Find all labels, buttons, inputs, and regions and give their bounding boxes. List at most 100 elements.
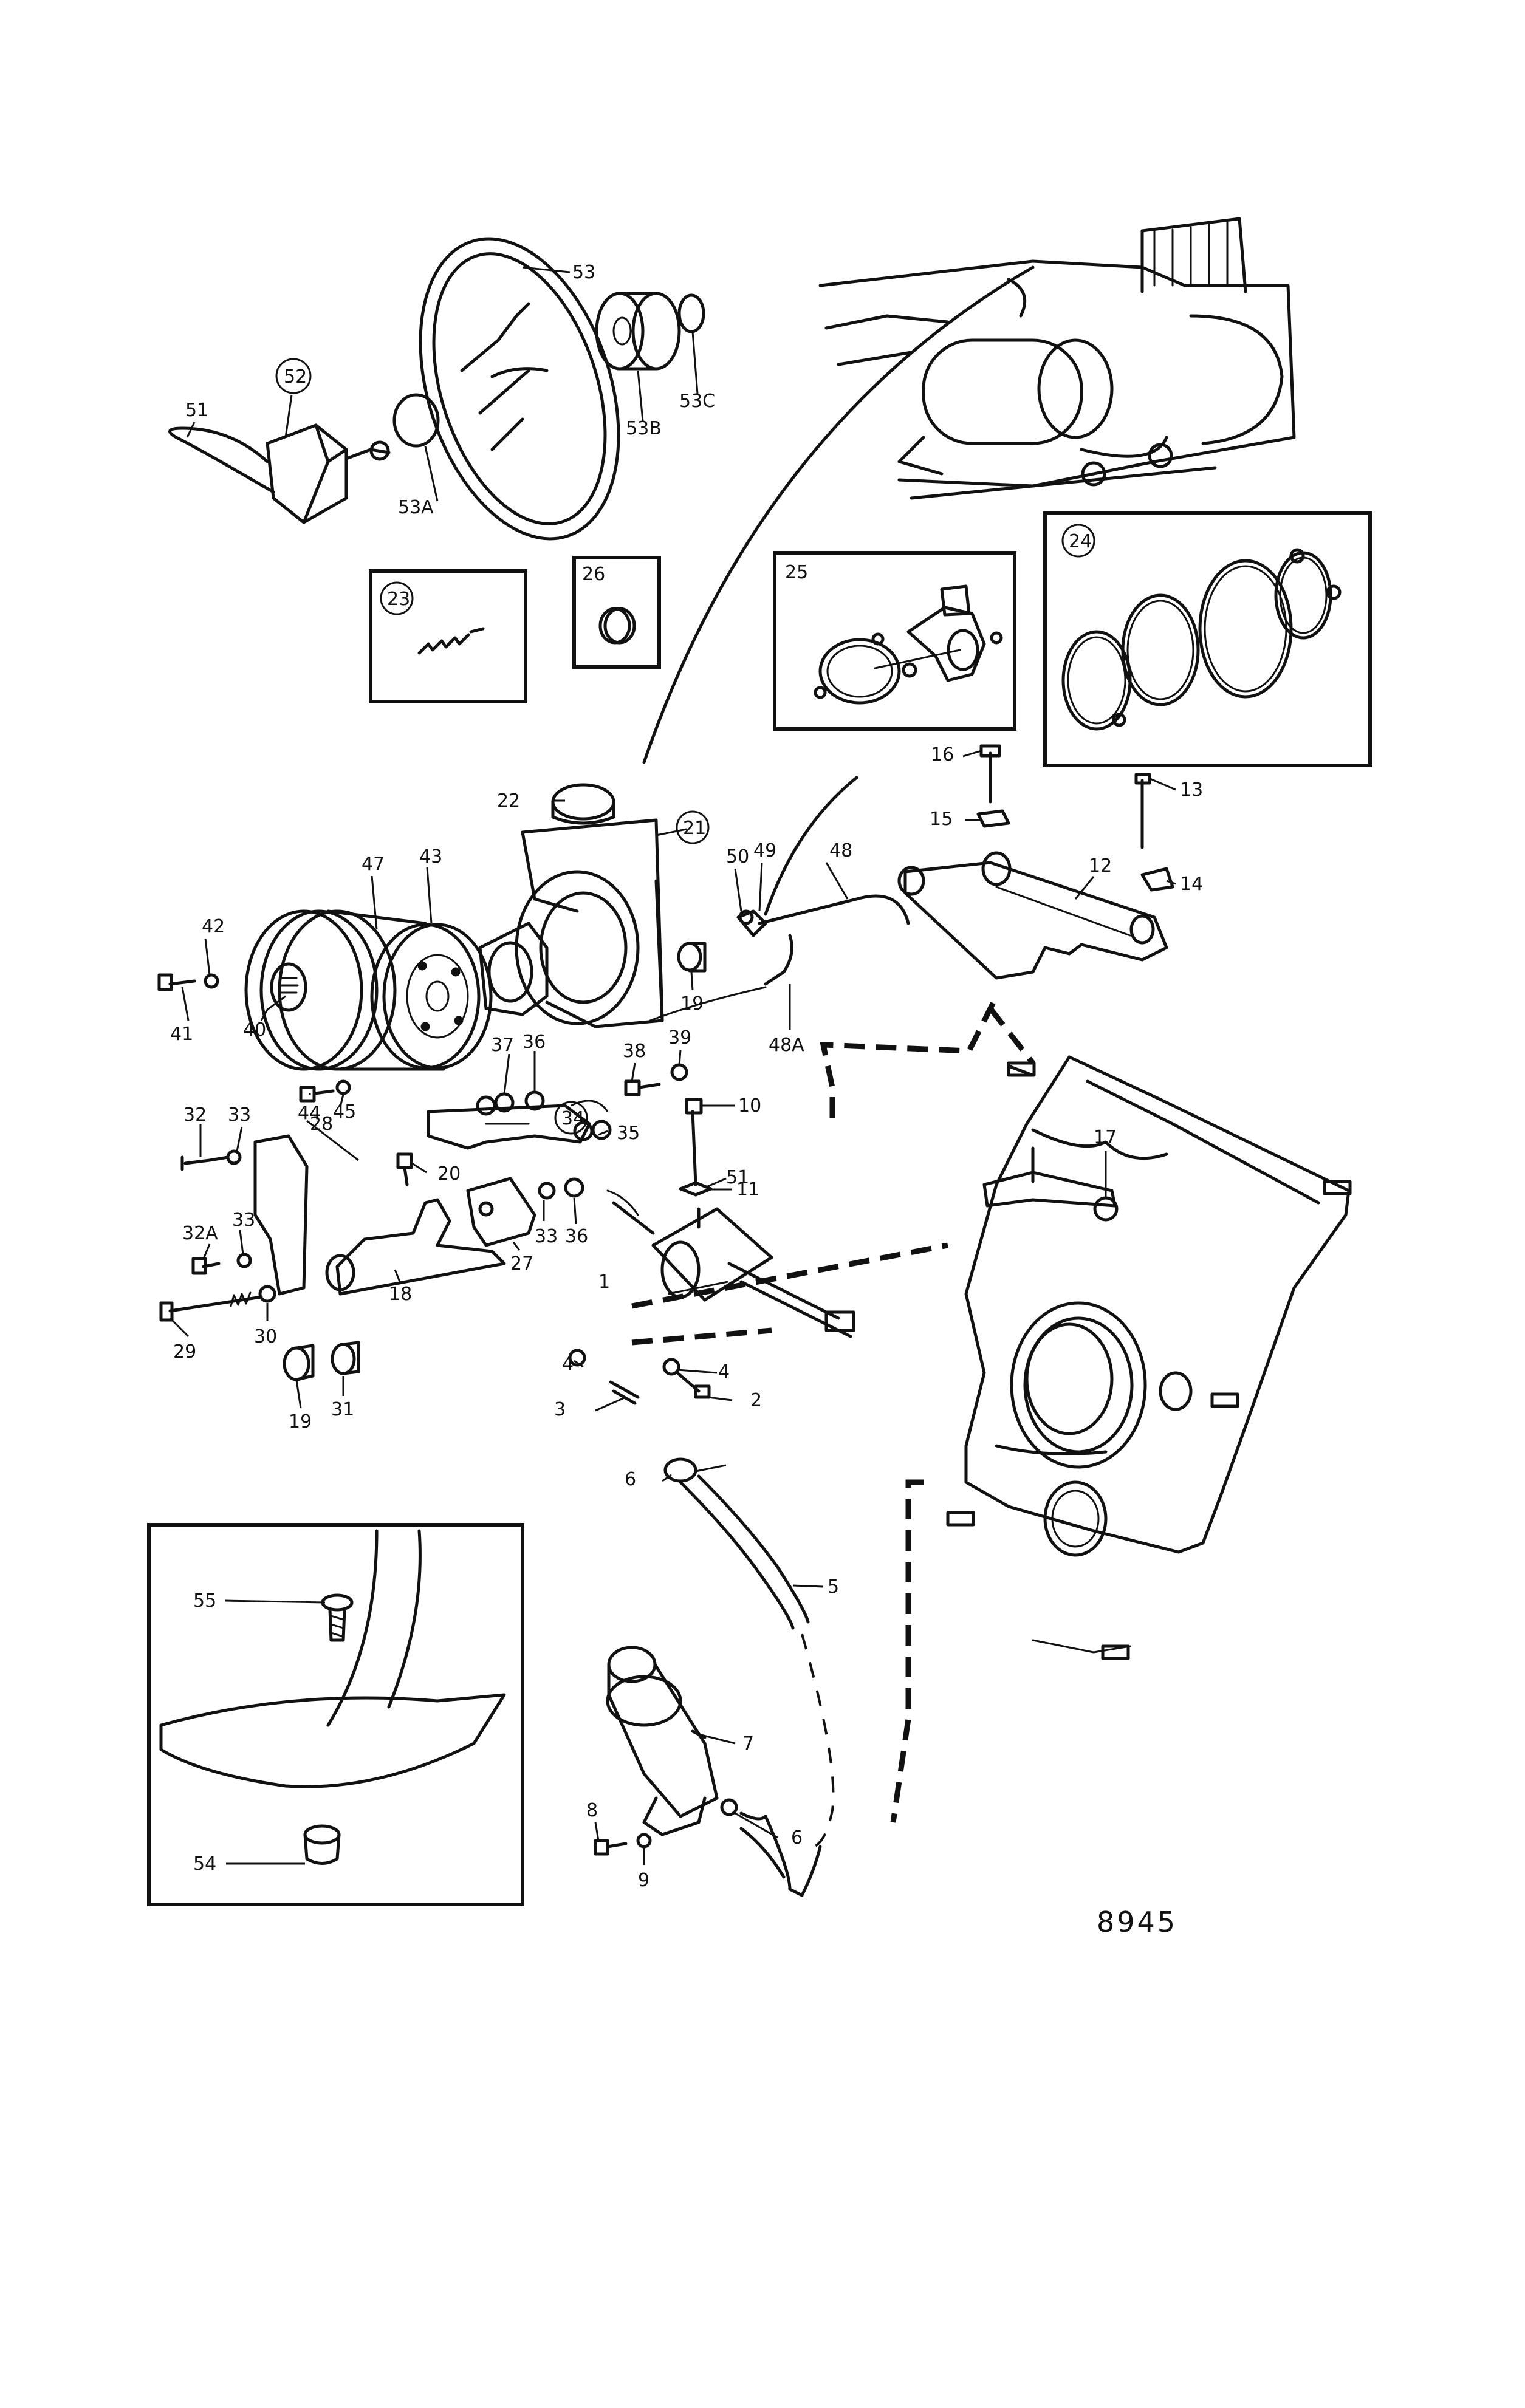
- callout-8: 8: [586, 1800, 598, 1821]
- callout-21: 21: [683, 818, 706, 839]
- callout-54: 54: [193, 1853, 216, 1875]
- callout-6: 6: [791, 1827, 803, 1849]
- pump-bracket-fittings: [677, 909, 767, 973]
- clamp-25: [814, 584, 1003, 705]
- callout-53b: 53B: [626, 418, 662, 439]
- bracket-28: [253, 1134, 309, 1296]
- clip-15: [976, 809, 1010, 828]
- pump-hub: [478, 922, 549, 1016]
- cylinder-7: [594, 1646, 822, 1897]
- callout-26: 26: [582, 564, 605, 585]
- hose-5: [679, 1480, 795, 1630]
- transom-shield: [946, 1055, 1352, 1660]
- clip-14: [1140, 867, 1174, 892]
- callout-17: 17: [1094, 1127, 1117, 1148]
- inset-drawing: [159, 1529, 506, 1865]
- spring-23: [417, 627, 485, 655]
- callout-35: 35: [617, 1123, 640, 1144]
- callout-36: 36: [565, 1226, 588, 1247]
- callout-9: 9: [638, 1870, 649, 1891]
- callout-53c: 53C: [679, 391, 715, 412]
- leader-lines: [169, 266, 1176, 1865]
- connection-dashed-bottom: [890, 1479, 924, 1823]
- callout-32: 32: [183, 1104, 207, 1126]
- callout-22: 22: [497, 790, 520, 812]
- callout-19: 19: [289, 1411, 312, 1432]
- callout-6: 6: [625, 1469, 636, 1490]
- inset-box-54-55: [147, 1523, 524, 1906]
- callout-33: 33: [232, 1209, 255, 1231]
- callout-24: 24: [1069, 531, 1092, 552]
- connection-dashed-12-13: [988, 1007, 1035, 1065]
- pin-13: [1134, 773, 1151, 849]
- seal-rings-24: [1061, 548, 1342, 731]
- callout-1: 1: [598, 1271, 610, 1293]
- kit-box-24: [1043, 511, 1372, 767]
- callout-38: 38: [623, 1041, 646, 1062]
- bracket-34: [427, 1104, 591, 1150]
- callout-43: 43: [419, 846, 442, 867]
- callout-labels: 1 2 3 4 4 5 6 6 7 8 9 10 11 12 13 14 15 …: [170, 262, 1203, 1891]
- connection-dashed-cylinder: [631, 1327, 772, 1346]
- nut-plate-53a: [392, 393, 440, 448]
- servo-cylinder-1: [606, 1189, 855, 1338]
- connection-dashed-bracket: [631, 1242, 948, 1309]
- kit-box-25: [773, 551, 1016, 731]
- callout-28: 28: [310, 1113, 333, 1135]
- callout-53: 53: [572, 262, 595, 283]
- steering-arm-12: [897, 851, 1168, 980]
- callout-47: 47: [362, 853, 385, 875]
- wheel-hub-53b: [595, 292, 681, 371]
- callout-7: 7: [742, 1733, 754, 1754]
- fittings-2-3-4: [568, 1349, 711, 1405]
- callout-51: 51: [185, 400, 208, 421]
- callout-14: 14: [1180, 874, 1203, 895]
- seal-26: [598, 607, 636, 645]
- fasteners-bracket-group: [157, 973, 688, 1322]
- callout-31: 31: [331, 1399, 354, 1420]
- drive-belt-47: [326, 909, 445, 1071]
- callout-53a: 53A: [398, 497, 434, 518]
- callout-4: 4: [718, 1361, 730, 1383]
- callout-45: 45: [333, 1101, 356, 1123]
- callout-44: 44: [298, 1103, 321, 1124]
- callout-12: 12: [1089, 855, 1112, 877]
- callout-16: 16: [931, 744, 954, 765]
- callout-4: 4: [562, 1353, 574, 1375]
- callout-30: 30: [254, 1326, 277, 1347]
- bracket-18: [335, 1198, 506, 1296]
- callout-48a: 48A: [769, 1035, 804, 1056]
- connection-dashed-pump: [820, 994, 999, 1118]
- callout-20: 20: [437, 1163, 461, 1185]
- pump-pulley-43: [370, 923, 493, 1070]
- callout-36: 36: [523, 1031, 546, 1053]
- hose-49: [764, 776, 858, 916]
- figure-number: 8945: [1097, 1906, 1177, 1938]
- spacer-19-31: [283, 1341, 360, 1381]
- hose-48a: [764, 934, 793, 986]
- callout-37: 37: [491, 1035, 514, 1056]
- callout-19: 19: [680, 993, 704, 1014]
- pin-16: [979, 744, 1001, 804]
- hose-48: [758, 894, 910, 925]
- callout-40: 40: [243, 1019, 266, 1041]
- callout-42: 42: [202, 916, 225, 937]
- callout-circles: [275, 358, 1095, 1135]
- callout-27: 27: [510, 1253, 533, 1274]
- engine-illustration: [818, 217, 1296, 500]
- bracket-17: [982, 1146, 1119, 1222]
- callout-11: 11: [736, 1179, 759, 1200]
- callout-32a: 32A: [182, 1223, 218, 1244]
- hose-clamp-6a: [663, 1457, 697, 1483]
- callout-48: 48: [829, 840, 852, 861]
- callout-29: 29: [173, 1341, 196, 1363]
- callout-49: 49: [753, 840, 776, 861]
- callout-3: 3: [554, 1399, 566, 1420]
- return-line-thin: [801, 1633, 835, 1848]
- callout-13: 13: [1180, 779, 1203, 801]
- callout-10: 10: [738, 1095, 761, 1117]
- callout-18: 18: [389, 1284, 412, 1305]
- helm-cable-51: [168, 426, 275, 494]
- hub-cap-53c: [677, 293, 705, 333]
